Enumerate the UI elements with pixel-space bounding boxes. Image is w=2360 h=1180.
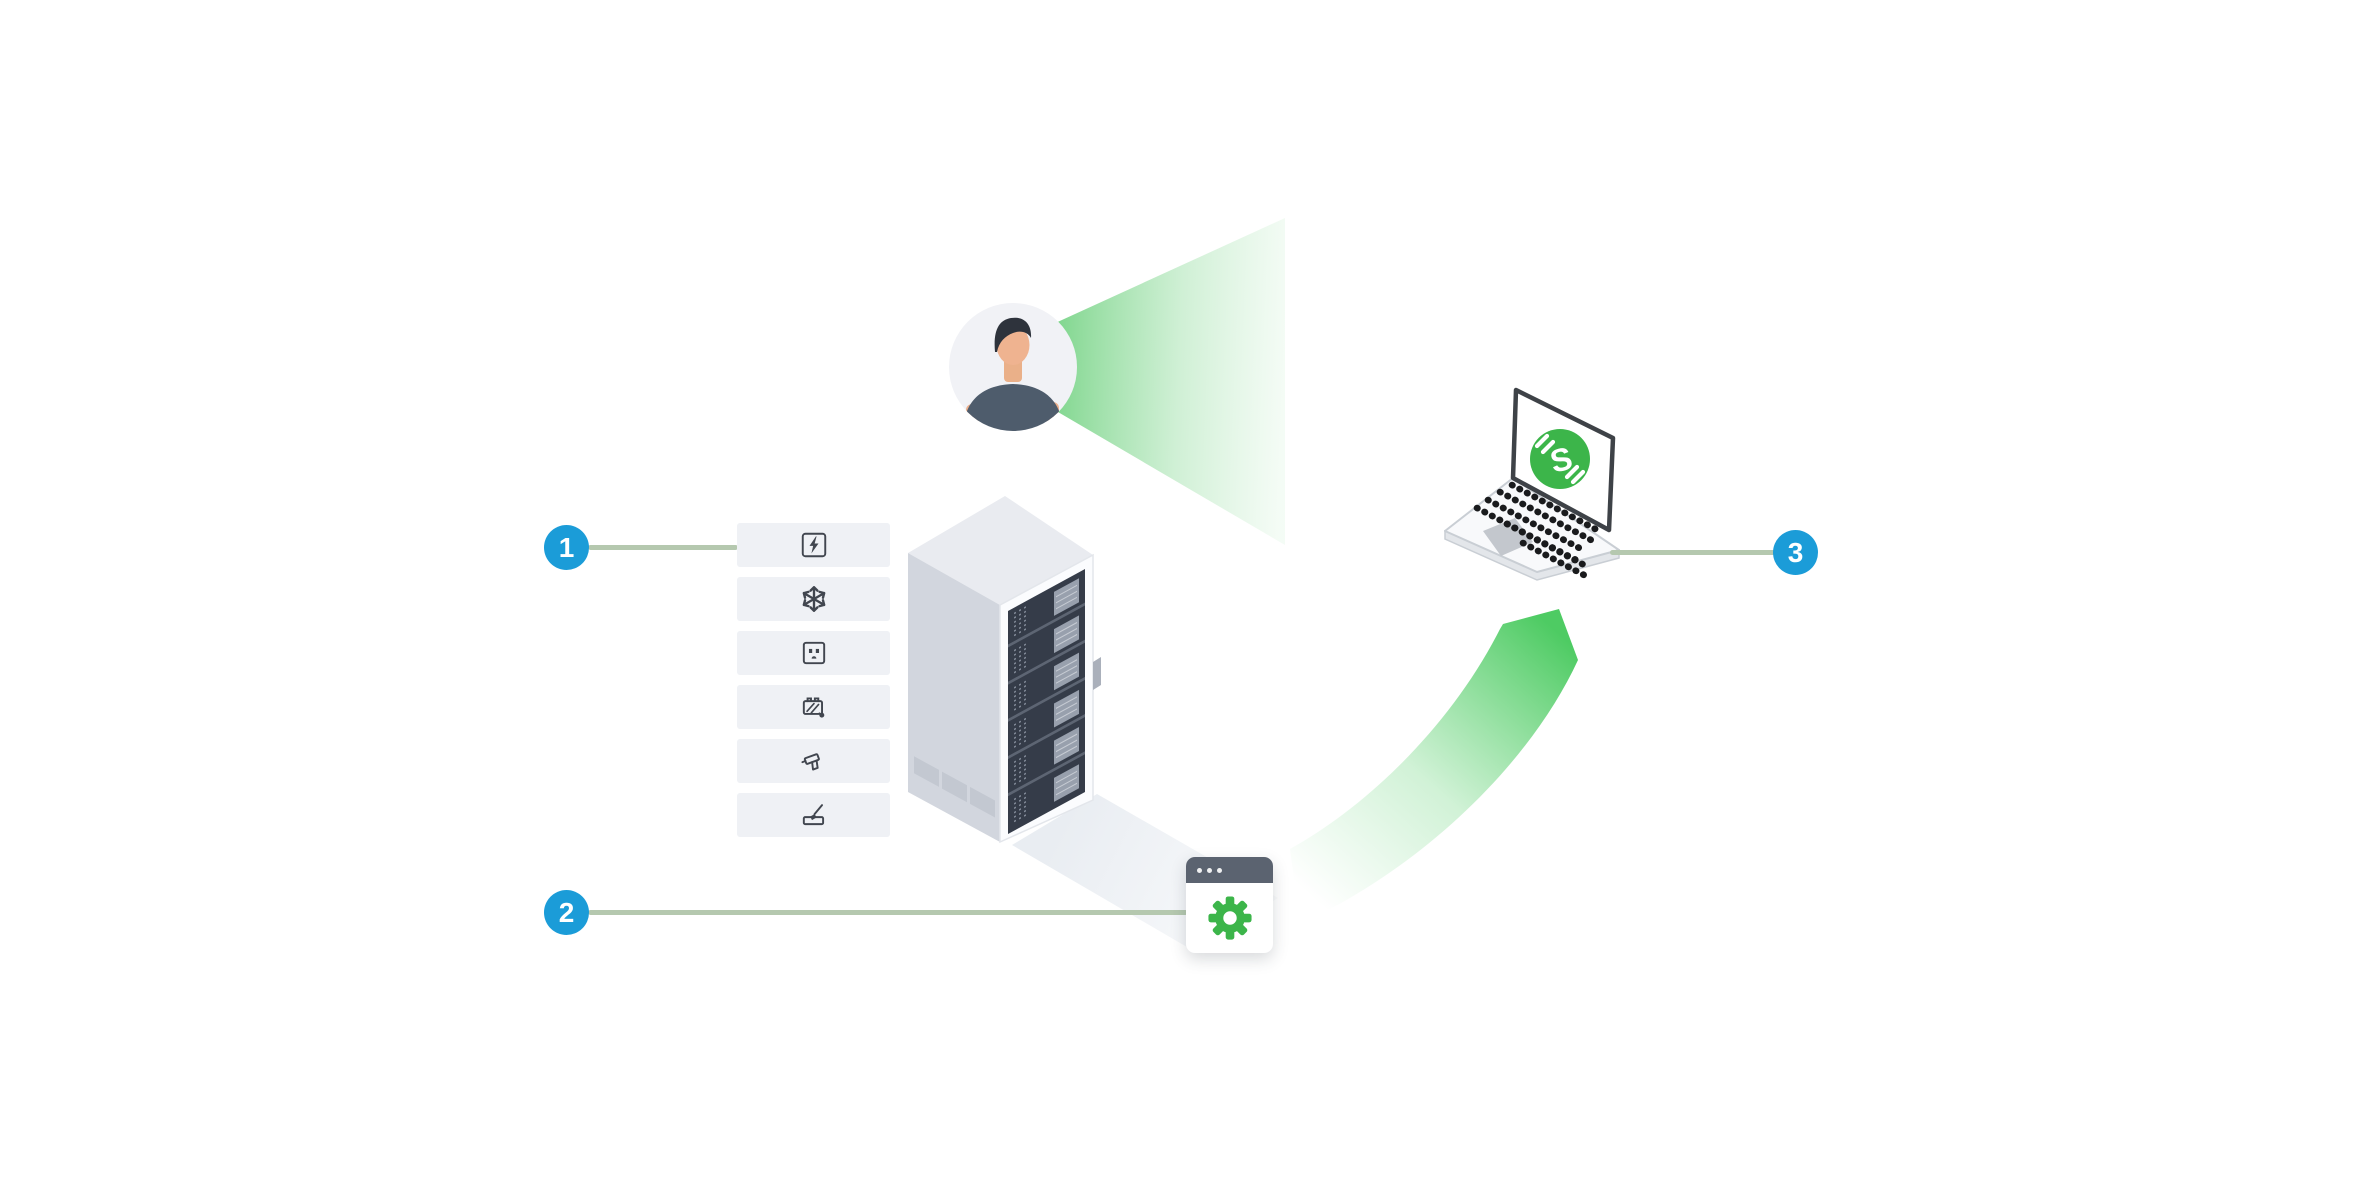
window-dot-icon	[1217, 867, 1222, 873]
connector-line-1	[588, 545, 738, 550]
avatar-shirt	[963, 384, 1063, 431]
laptop-trackpad	[1483, 518, 1533, 556]
icon-card-cooling	[737, 577, 890, 621]
window-dot-icon	[1207, 867, 1212, 873]
laptop-logo-icon: S	[1530, 429, 1590, 489]
avatar-hair	[994, 317, 1032, 352]
icon-card-outlet	[737, 631, 890, 675]
server-door-handle	[1093, 657, 1101, 690]
step-badge-1: 1	[544, 525, 589, 570]
server-top	[908, 496, 1093, 605]
laptop-keyboard	[1473, 481, 1605, 579]
icon-card-drill	[737, 739, 890, 783]
gear-icon	[1207, 896, 1252, 940]
power-outlet-icon	[802, 641, 825, 665]
window-titlebar	[1186, 857, 1273, 883]
server-front-units	[1008, 568, 1085, 834]
laptop: S	[1444, 387, 1620, 581]
connector-line-3	[1610, 550, 1775, 555]
user-avatar	[949, 303, 1077, 431]
icon-card-ups	[737, 685, 890, 729]
server-side-vents	[914, 756, 995, 818]
connector-line-2	[588, 910, 1188, 915]
step-badge-3: 3	[1773, 530, 1818, 575]
ups-battery-icon	[802, 697, 824, 718]
sync-arc	[1290, 609, 1578, 924]
window-body	[1186, 883, 1273, 953]
server-rack	[908, 496, 1101, 844]
brush-tray-icon	[802, 804, 824, 826]
icon-card-brush	[737, 793, 890, 837]
drill-tool-icon	[800, 753, 820, 771]
surge-power-icon	[801, 532, 826, 558]
window-dot-icon	[1197, 867, 1202, 873]
cooling-snowflake-icon	[802, 586, 825, 612]
step-badge-2: 2	[544, 890, 589, 935]
icon-card-surge	[737, 523, 890, 567]
user-beam	[1040, 218, 1285, 545]
settings-window	[1186, 857, 1273, 953]
